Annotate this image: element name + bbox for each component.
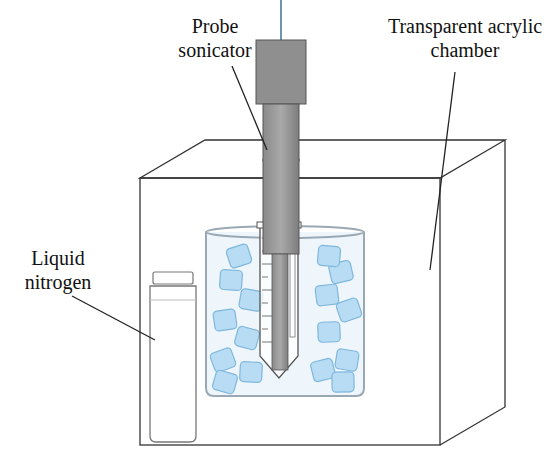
acrylic-chamber: [140, 140, 505, 445]
probe-sonicator: [256, 0, 306, 370]
part-label: Transparent acrylic chamber: [385, 14, 545, 62]
part-label: Liquid nitrogen: [8, 246, 108, 294]
part-label: Probe sonicator: [155, 14, 275, 62]
leader-line: [72, 66, 455, 340]
liquid-nitrogen-vial: [150, 272, 196, 442]
